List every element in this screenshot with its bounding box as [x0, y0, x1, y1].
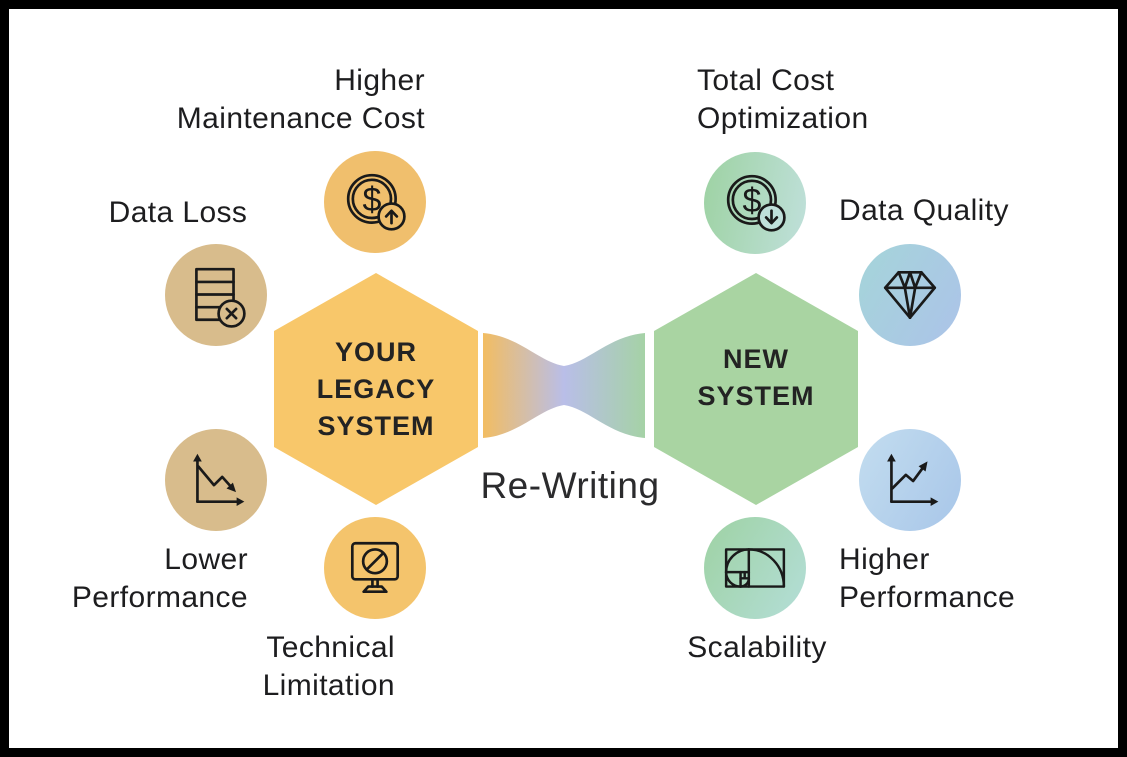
label-lower-performance: Lower Performance: [71, 543, 248, 614]
higher-maintenance-cost-badge: $: [324, 151, 426, 253]
dollar-coin-arrow-up-icon: $: [346, 173, 406, 231]
blocked-monitor-icon: [350, 541, 400, 594]
technical-limitation-badge: [324, 517, 426, 619]
svg-text:$: $: [742, 182, 761, 220]
dollar-coin-arrow-down-icon: $: [726, 174, 786, 232]
database-error-icon: [195, 267, 246, 328]
scalability-badge: [704, 517, 806, 619]
rising-chart-icon: [887, 453, 939, 506]
label-data-loss: Data Loss: [108, 196, 248, 229]
total-cost-optimization-badge: $: [704, 152, 806, 254]
label-scalability: Scalability: [687, 631, 827, 664]
label-total-cost-optimization: Total Cost Optimization: [697, 64, 869, 135]
rewriting-funnel-connector: [483, 333, 645, 438]
svg-text:$: $: [362, 181, 381, 219]
rewriting-label: Re-Writing: [480, 465, 660, 506]
declining-chart-icon: [193, 453, 245, 506]
legacy-hexagon: [274, 273, 478, 505]
golden-ratio-icon: [724, 548, 786, 588]
label-higher-maintenance-cost: Higher Maintenance Cost: [176, 64, 425, 135]
new-system-hexagon: [654, 273, 858, 505]
label-technical-limitation: Technical Limitation: [262, 631, 395, 702]
higher-performance-badge: [859, 429, 961, 531]
lower-performance-badge: [165, 429, 267, 531]
diamond-icon: [883, 270, 937, 320]
data-loss-badge: [165, 244, 267, 346]
data-quality-badge: [859, 244, 961, 346]
label-higher-performance: Higher Performance: [839, 543, 1016, 614]
label-data-quality: Data Quality: [839, 194, 1009, 227]
legacy-hexagon-title: YOUR LEGACY SYSTEM: [316, 336, 436, 441]
new-system-hexagon-title: NEW SYSTEM: [697, 344, 815, 411]
